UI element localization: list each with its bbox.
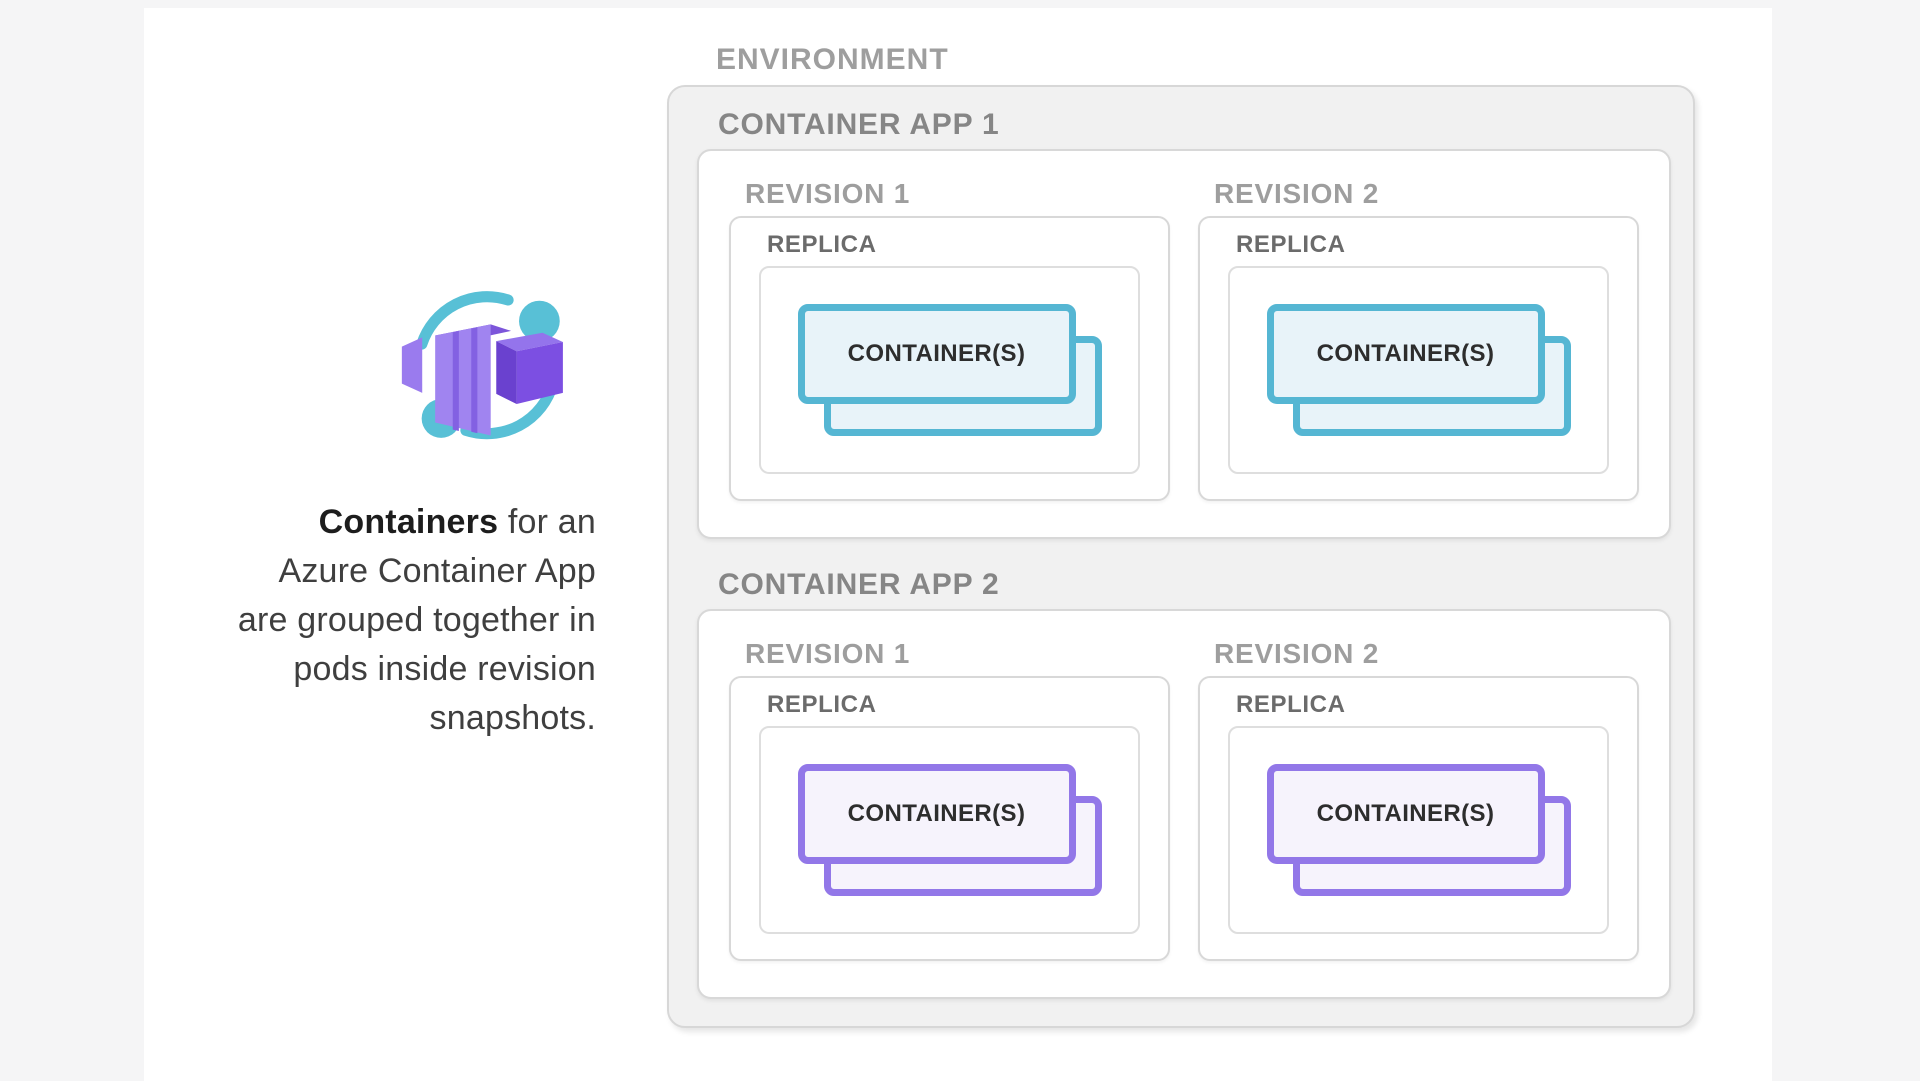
- replica-box: CONTAINER(S): [759, 266, 1140, 474]
- replica-box: CONTAINER(S): [759, 726, 1140, 934]
- container-card-stack: CONTAINER(S): [1266, 304, 1571, 436]
- container-app-box: REVISION 1 REPLICA CONTAINER(S) REVISION…: [697, 149, 1671, 539]
- caption-line: pods inside revision: [293, 650, 596, 688]
- container-card-stack: CONTAINER(S): [797, 304, 1102, 436]
- orbit-dot-top-right: [519, 300, 560, 342]
- container-app-label: CONTAINER APP 1: [718, 108, 1000, 141]
- azure-container-apps-icon: [394, 280, 580, 454]
- revision-label: REVISION 1: [745, 178, 911, 209]
- replica-box: CONTAINER(S): [1228, 266, 1609, 474]
- container-card-front: CONTAINER(S): [797, 304, 1076, 404]
- container-app-box: REVISION 1 REPLICA CONTAINER(S) REVISION…: [697, 609, 1671, 999]
- revision-label: REVISION 2: [1214, 638, 1380, 669]
- replica-label: REPLICA: [1236, 231, 1346, 258]
- container-card-stack: CONTAINER(S): [797, 764, 1102, 896]
- replica-box: CONTAINER(S): [1228, 726, 1609, 934]
- replica-label: REPLICA: [767, 691, 877, 718]
- revision-box: REPLICA CONTAINER(S): [1198, 216, 1639, 501]
- caption-line: snapshots.: [429, 699, 596, 737]
- container-card-front: CONTAINER(S): [1266, 304, 1545, 404]
- revision-row: REVISION 1 REPLICA CONTAINER(S) REVISION…: [729, 177, 1639, 501]
- revision-label: REVISION 2: [1214, 178, 1380, 209]
- replica-label: REPLICA: [1236, 691, 1346, 718]
- caption-line: Azure Container App: [278, 552, 596, 590]
- revision-box: REPLICA CONTAINER(S): [729, 216, 1170, 501]
- container-card-front: CONTAINER(S): [797, 764, 1076, 864]
- revision-group: REVISION 2 REPLICA CONTAINER(S): [1198, 637, 1639, 961]
- caption-text: Containers for an Azure Container App are …: [160, 498, 596, 743]
- replica-label: REPLICA: [767, 231, 877, 258]
- revision-group: REVISION 1 REPLICA CONTAINER(S): [729, 637, 1170, 961]
- caption-line: Containers for an: [318, 503, 596, 541]
- revision-box: REPLICA CONTAINER(S): [1198, 676, 1639, 961]
- orbit-arc-bottom: [460, 378, 559, 440]
- revision-group: REVISION 1 REPLICA CONTAINER(S): [729, 177, 1170, 501]
- environment-box: CONTAINER APP 1 REVISION 1 REPLICA CONTA…: [667, 85, 1695, 1028]
- revision-label: REVISION 1: [745, 638, 911, 669]
- environment-label: ENVIRONMENT: [716, 43, 949, 76]
- revision-box: REPLICA CONTAINER(S): [729, 676, 1170, 961]
- revision-group: REVISION 2 REPLICA CONTAINER(S): [1198, 177, 1639, 501]
- container-app-label: CONTAINER APP 2: [718, 568, 1000, 601]
- caption-line: are grouped together in: [237, 601, 596, 639]
- revision-row: REVISION 1 REPLICA CONTAINER(S) REVISION…: [729, 637, 1639, 961]
- container-card-stack: CONTAINER(S): [1266, 764, 1571, 896]
- orbit-arc-top: [416, 291, 514, 350]
- page-canvas: Containers for an Azure Container App are …: [144, 8, 1772, 1081]
- container-card-front: CONTAINER(S): [1266, 764, 1545, 864]
